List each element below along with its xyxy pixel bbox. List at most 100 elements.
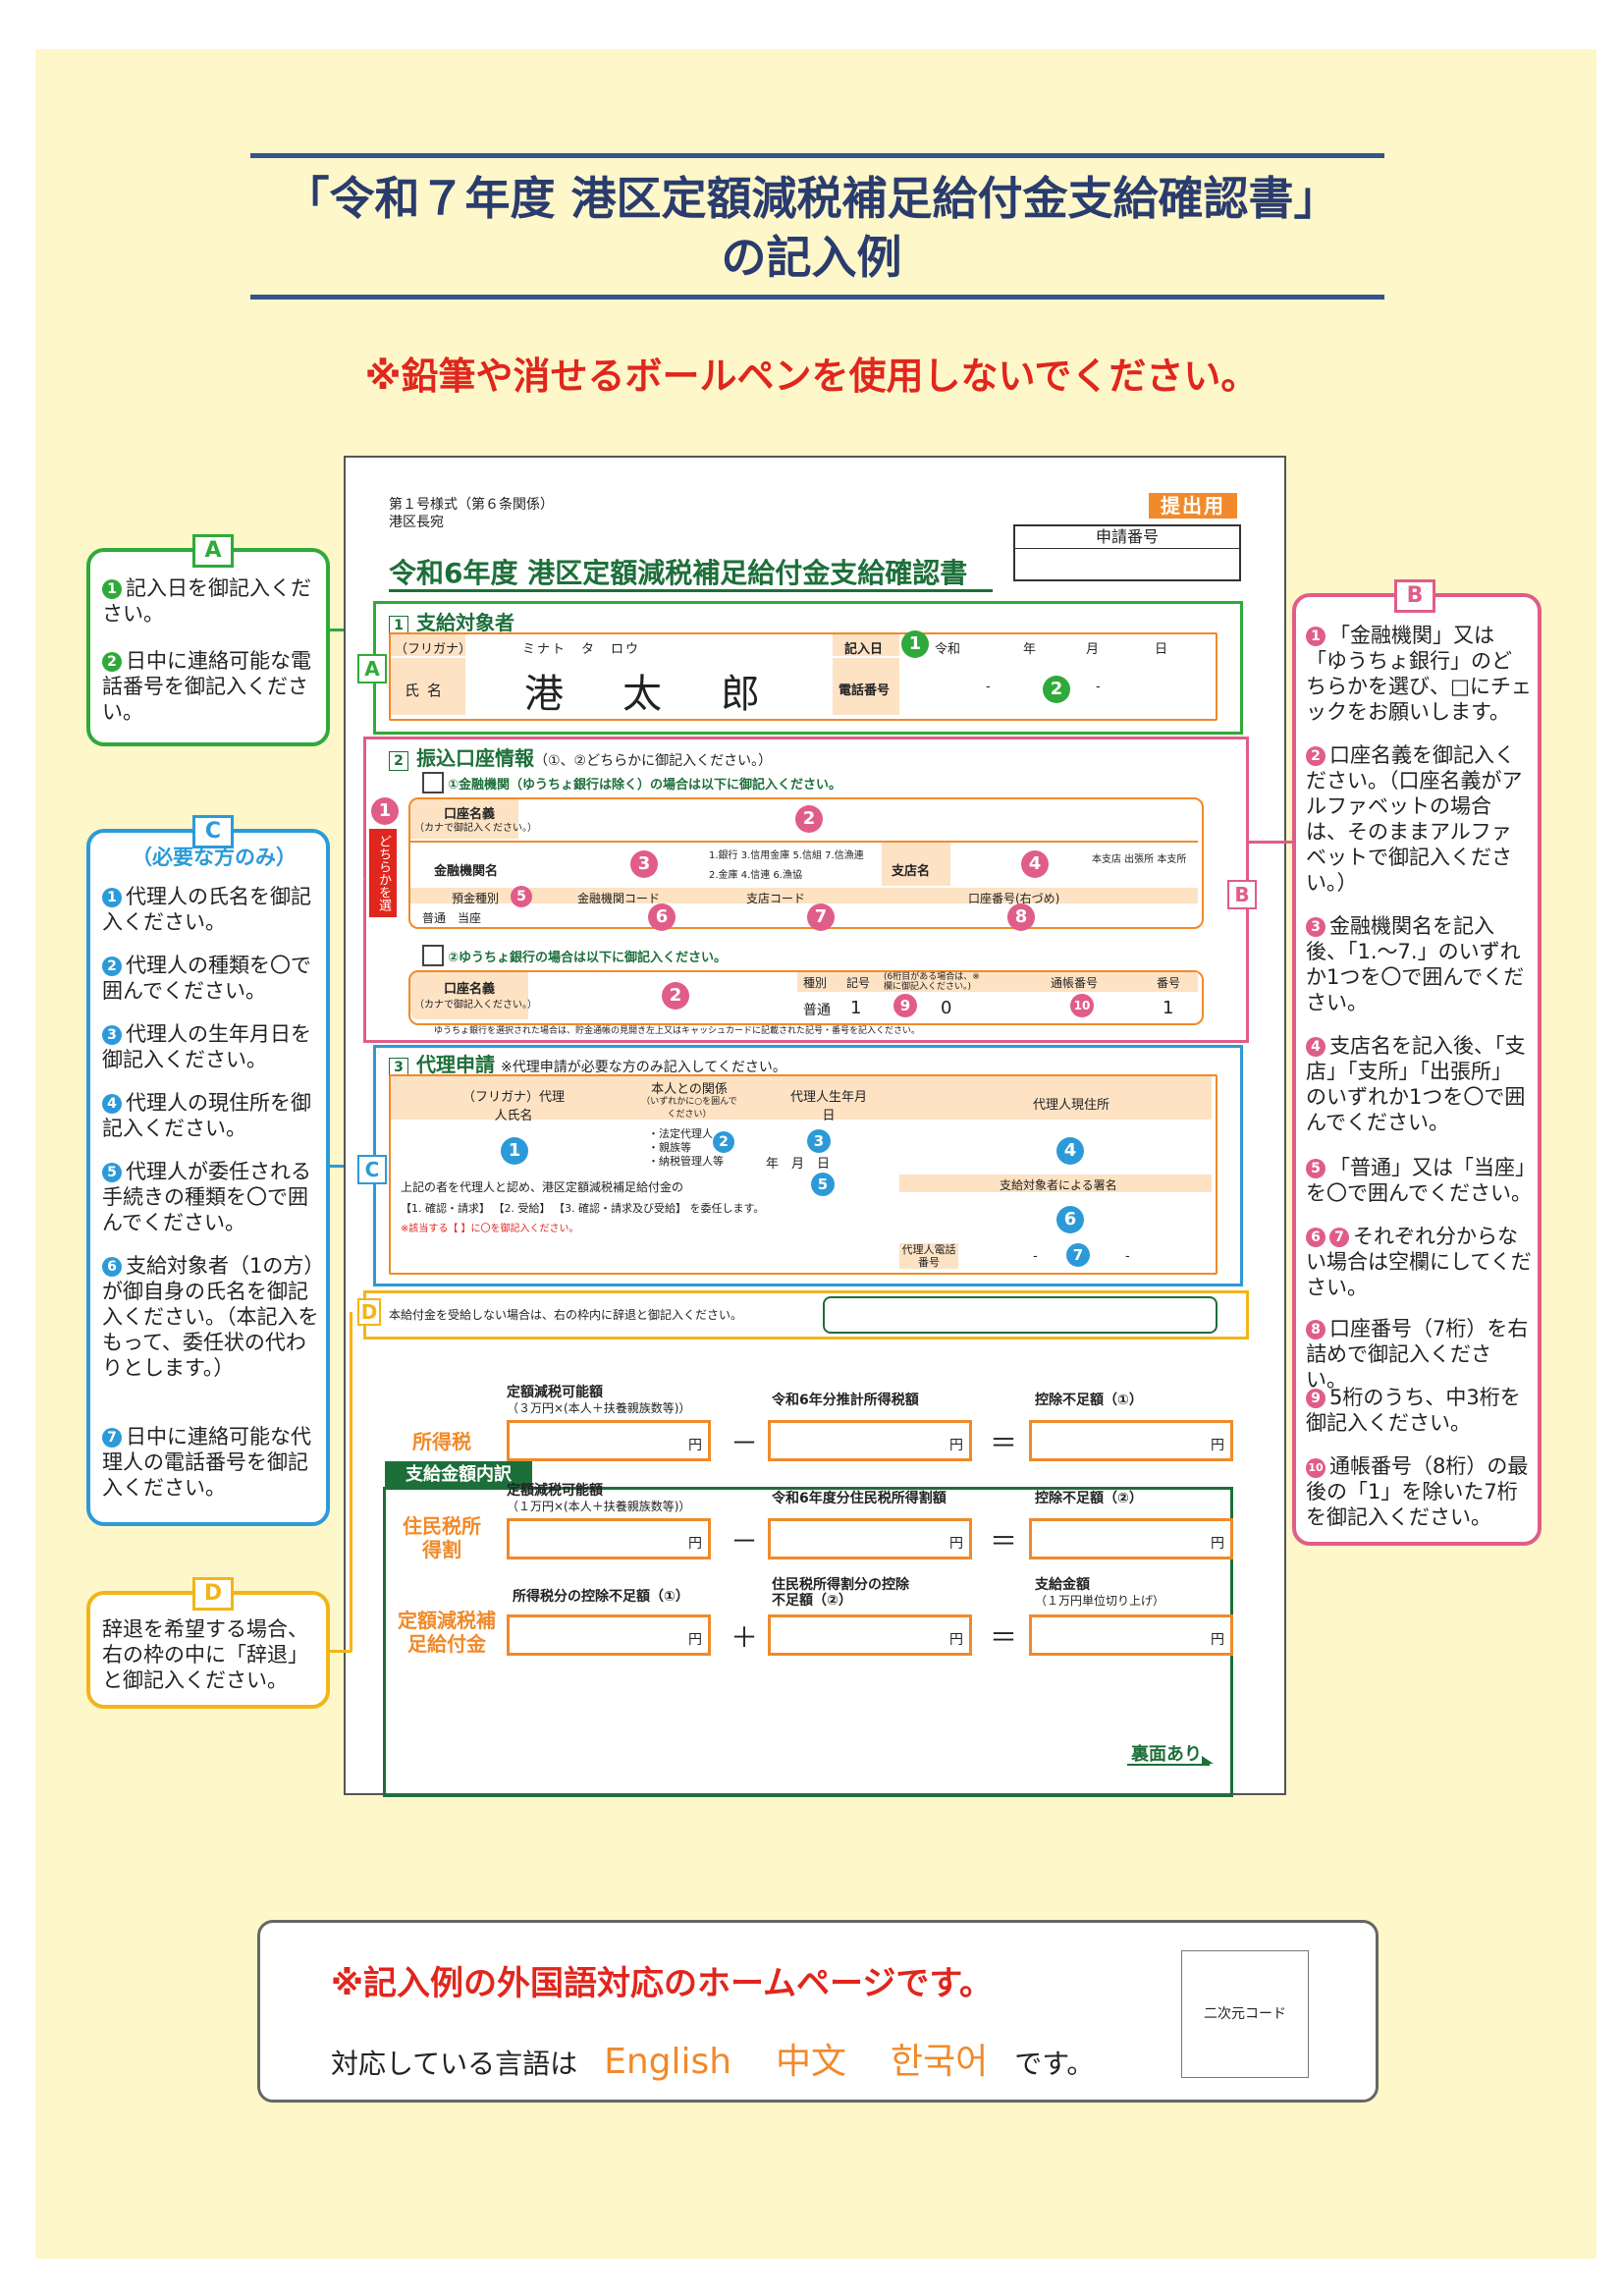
marker-b7: 7 (807, 903, 835, 931)
yucho-checkbox[interactable] (422, 945, 444, 966)
yucho-name-label: 口座名義 (444, 982, 496, 997)
panel-b-item-5: 5「普通」又は「当座」を〇で囲んでください。 (1306, 1156, 1532, 1205)
month-label: 月 (1086, 642, 1100, 657)
symbol-note: (6桁目がある場合は、※欄に御記入ください。) (884, 972, 980, 992)
acct-name-sub: （カナで御記入ください。） (414, 823, 537, 834)
marker-b6: 6 (648, 903, 676, 931)
delegation-note: ※該当する【 】に〇を御記入ください。 (401, 1224, 579, 1234)
deposit-options: 普通 当座 (422, 911, 482, 925)
name-label-bg (391, 658, 465, 715)
amount-a3[interactable]: 円 (507, 1614, 711, 1656)
tag-c: C (357, 1155, 387, 1184)
panel-a-arrow (330, 629, 344, 631)
language-english-link[interactable]: English (604, 2042, 732, 2082)
marker-b2: 2 (795, 805, 823, 833)
name-label: 氏名 (405, 682, 451, 699)
amount-breakdown-title: 支給金額内訳 (385, 1461, 532, 1489)
language-korean-link[interactable]: 한국어 (890, 2042, 989, 2082)
amount-c1[interactable]: 円 (1029, 1420, 1233, 1461)
marker-b1: 1 (371, 797, 399, 825)
symbol-label: 記号 (846, 976, 871, 990)
marker-b9: 9 (893, 994, 917, 1017)
col-a2-label: 定額減税可能額 (507, 1483, 603, 1499)
panel-d (86, 1591, 330, 1709)
language-list: 対応している言語は English 中文 한국어 です。 (331, 2042, 1095, 2082)
col-b1-label: 令和6年分推計所得税額 (772, 1393, 919, 1408)
choose-one-label: どちらかを選択 (349, 829, 397, 917)
marker-b3: 3 (630, 850, 658, 878)
code-header-bg (410, 888, 1198, 903)
marker-b4: 4 (1021, 850, 1049, 878)
page-subtitle: の記入例 (721, 231, 902, 284)
bank-name-label: 金融機関名 (434, 864, 499, 879)
tag-a: A (357, 654, 387, 683)
option-yucho-label: ②ゆうちょ銀行の場合は以下に御記入ください。 (448, 951, 728, 965)
title-rule-bottom (250, 295, 1384, 300)
amount-c3[interactable]: 円 (1029, 1614, 1233, 1656)
option-bank-label: ①金融機関（ゆうちょ銀行は除く）の場合は以下に御記入ください。 (448, 778, 842, 793)
yucho-one-end: 1 (1163, 998, 1174, 1018)
marker-a2: 2 (1043, 676, 1070, 703)
futsu-value: 普通 (803, 1003, 831, 1018)
col-b2-label: 令和6年度分住民税所得割額 (772, 1491, 947, 1506)
amount-b2[interactable]: 円 (768, 1518, 972, 1559)
tel-dash-2: - (1096, 680, 1101, 694)
yucho-name-label-bg (410, 972, 528, 1019)
proxy-header-bg (391, 1076, 1212, 1120)
ymd-labels: 年 月 日 (766, 1157, 831, 1172)
panel-b-arrow (1247, 841, 1292, 844)
yucho-zero: 0 (941, 998, 952, 1018)
marker-c4: 4 (1056, 1137, 1084, 1165)
amount-b3[interactable]: 円 (768, 1614, 972, 1656)
marker-c5: 5 (811, 1173, 835, 1196)
panel-c-arrow (330, 1165, 344, 1168)
branch-label: 支店名 (892, 864, 931, 879)
yucho-one: 1 (850, 998, 862, 1018)
language-chinese-link[interactable]: 中文 (775, 2042, 846, 2082)
branch-label-bg (882, 843, 950, 886)
relation-header: 本人との関係 (651, 1082, 728, 1097)
addressee: 港区長宛 (389, 515, 444, 530)
panel-d-text: 辞退を希望する場合、右の枠の中に「辞退」と御記入ください。 (102, 1617, 308, 1692)
tag-b: B (1227, 880, 1257, 909)
col-a1-label: 定額減税可能額 (507, 1385, 603, 1400)
amount-c2[interactable]: 円 (1029, 1518, 1233, 1559)
tel-label: 電話番号 (839, 683, 891, 698)
marker-a1: 1 (901, 630, 929, 658)
amount-b1[interactable]: 円 (768, 1420, 972, 1461)
marker-c1: 1 (501, 1137, 528, 1165)
row-resident-tax: 住民税所得割 (403, 1514, 481, 1561)
proxy-tel-label-bg (899, 1243, 958, 1269)
bank-checkbox[interactable] (422, 772, 444, 793)
number-label: 番号 (1157, 976, 1181, 990)
qr-code[interactable]: 二次元コード (1181, 1950, 1309, 2078)
col-c3-sub: （１万円単位切り上げ） (1035, 1594, 1165, 1608)
delegation-text-1: 上記の者を代理人と認め、港区定額減税補足給付金の (401, 1180, 684, 1194)
form-sheet: 第１号様式（第６条関係） 港区長宛 提出用 申請番号 令和6年度 港区定額減税補… (344, 456, 1286, 1797)
bank-code-label: 金融機関コード (577, 892, 661, 905)
year-label: 年 (1023, 642, 1037, 657)
decline-input[interactable] (823, 1296, 1217, 1334)
form-title-underline (389, 589, 993, 592)
amount-a1[interactable]: 円 (507, 1420, 711, 1461)
delegation-text-2: 【1. 確認・請求】 【2. 受給】 【3. 確認・請求及び受給】 を委任します… (401, 1202, 765, 1215)
marker-c3: 3 (807, 1129, 831, 1153)
form-title: 令和6年度 港区定額減税補足給付金支給確認書 (389, 557, 968, 589)
branch-kinds: 本支店 出張所 本支所 (1092, 854, 1187, 865)
yucho-note: ゆうちょ銀行を選択された場合は、貯金通帳の見開き左上又はキャッシュカードに記載さ… (434, 1026, 921, 1036)
proxy-tel-dash-2: - (1125, 1249, 1130, 1264)
amount-a2[interactable]: 円 (507, 1518, 711, 1559)
bank-row-line-1 (410, 841, 1198, 843)
equals-2: ＝ (990, 1525, 1018, 1558)
relation-3: ・納税管理人等 (648, 1155, 724, 1168)
bank-box (408, 797, 1204, 929)
